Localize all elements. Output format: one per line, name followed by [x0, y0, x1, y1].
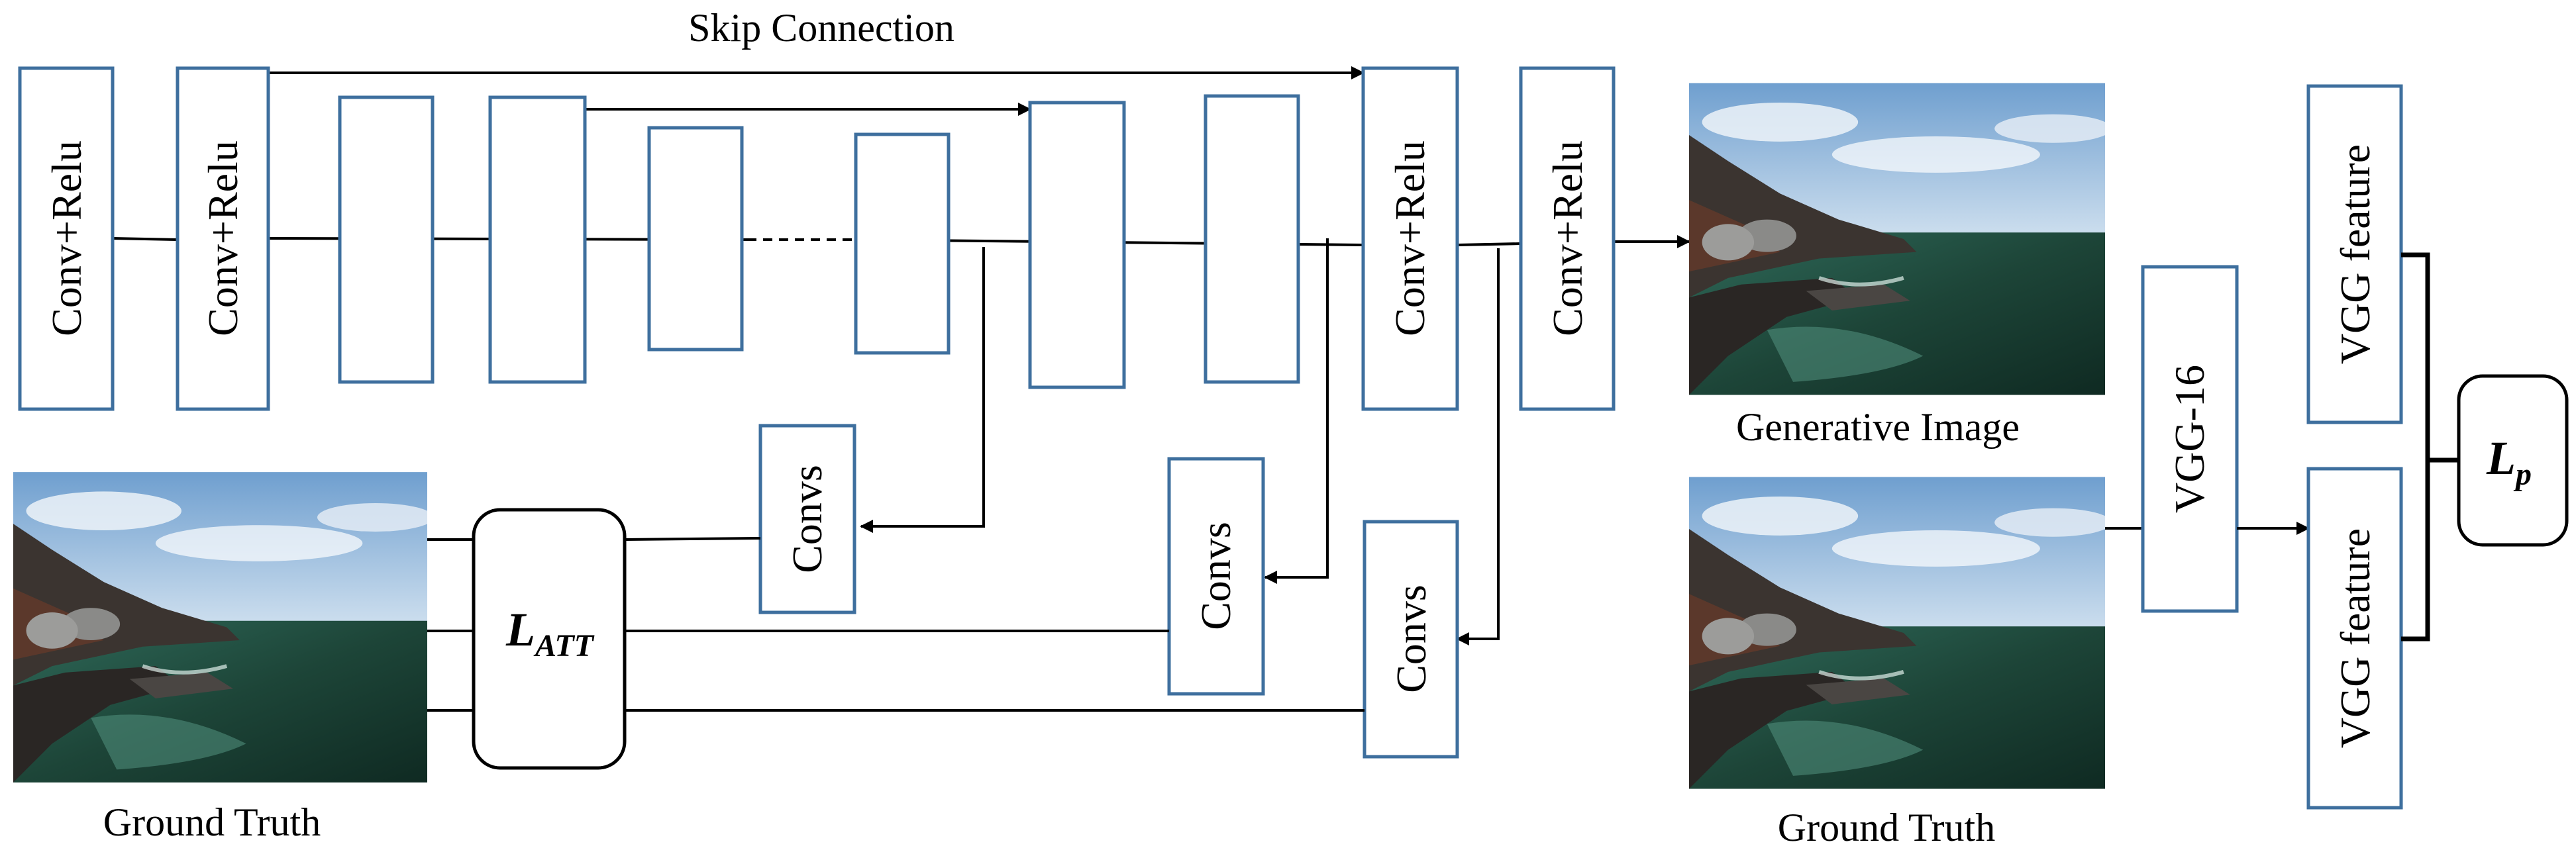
generative-image-label: Generative Image	[1736, 405, 2020, 449]
ground-truth-label-left: Ground Truth	[103, 800, 321, 844]
encoder-block-4	[488, 95, 587, 384]
svg-text:Conv+Relu: Conv+Relu	[199, 140, 246, 336]
branch-to-convs-1	[860, 247, 985, 533]
branch-to-convs-3	[1456, 248, 1500, 645]
generative-image	[1689, 83, 2112, 395]
svg-text:Conv+Relu: Conv+Relu	[43, 140, 90, 336]
ground-truth-image-right	[1689, 477, 2112, 789]
skip-connection-label: Skip Connection	[688, 6, 954, 50]
conv-relu-block-2: Conv+Relu	[176, 66, 270, 411]
decoder-block-1	[854, 132, 951, 355]
ground-truth-image-left	[13, 472, 434, 783]
convs-block-1: Convs	[758, 424, 856, 614]
conv-relu-block-1: Conv+Relu	[18, 66, 115, 411]
convs1-to-latt	[624, 537, 761, 541]
branch-to-convs-2	[1264, 238, 1329, 584]
encoder-block-5	[647, 126, 744, 352]
convs-block-3: Convs	[1363, 520, 1459, 759]
svg-text:VGG-16: VGG-16	[2166, 365, 2213, 513]
svg-text:Lp: Lp	[2486, 432, 2532, 492]
main-pipeline-line-a	[112, 237, 178, 241]
conv-relu-block-3: Conv+Relu	[1361, 66, 1459, 411]
loss-p-node: Lp	[2457, 374, 2569, 547]
vgg16-block: VGG-16	[2141, 265, 2239, 613]
svg-text:Conv+Relu: Conv+Relu	[1386, 140, 1433, 336]
svg-text:Convs: Convs	[1388, 585, 1435, 693]
conv-relu-block-4: Conv+Relu	[1519, 66, 1616, 411]
vgg-feature-top: VGG feature	[2306, 84, 2403, 424]
decoder-block-3	[1204, 94, 1300, 384]
ground-truth-label-right: Ground Truth	[1778, 806, 1995, 849]
svg-text:Convs: Convs	[784, 465, 831, 573]
svg-text:VGG feature: VGG feature	[2332, 144, 2379, 364]
svg-text:LATT: LATT	[505, 603, 595, 663]
main-pipeline-line-d	[1457, 242, 1521, 246]
decoder-block-2	[1028, 101, 1126, 389]
encoder-block-3	[338, 95, 435, 384]
convs-block-2: Convs	[1167, 457, 1265, 696]
feature-top-bracket	[2401, 252, 2430, 642]
vgg-feature-bottom: VGG feature	[2306, 467, 2403, 810]
loss-att-node: LATT	[472, 508, 627, 770]
svg-text:VGG feature: VGG feature	[2332, 528, 2379, 748]
svg-text:Conv+Relu: Conv+Relu	[1544, 140, 1591, 336]
svg-text:Convs: Convs	[1192, 522, 1239, 630]
